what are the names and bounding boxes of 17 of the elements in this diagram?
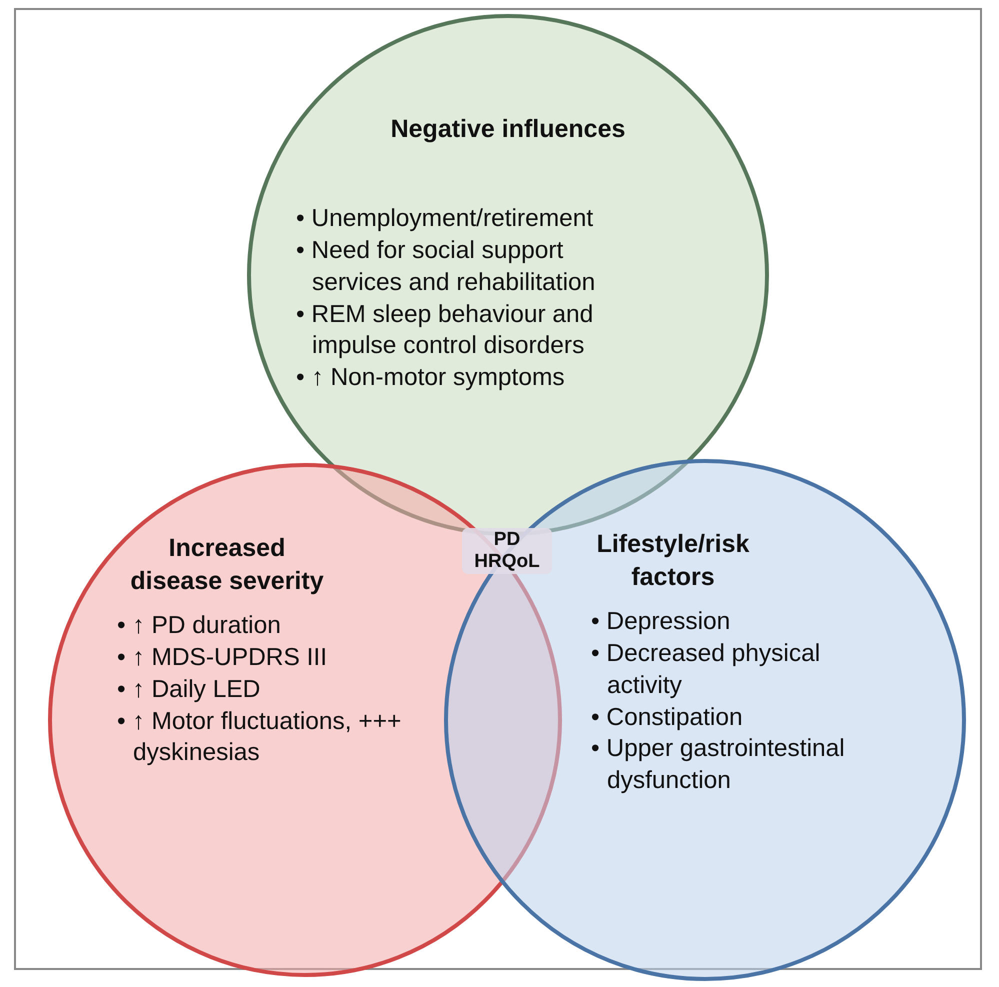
- bullet-item: • ↑ MDS-UPDRS III: [117, 642, 328, 673]
- bullet-item: • ↑ PD duration: [117, 611, 282, 641]
- circle-heading: Negative influences: [390, 114, 626, 145]
- bullet-item: • Upper gastrointestinal dysfunction: [591, 734, 846, 796]
- venn-circle: [443, 458, 967, 982]
- bullet-item: • Decreased physical activity: [591, 638, 822, 701]
- bullet-item: • Need for social support services and rehabilitation: [296, 236, 596, 298]
- center-label: PD HRQoL: [462, 528, 552, 574]
- bullet-item: • ↑ Non-motor symptoms: [296, 363, 566, 394]
- circle-heading: Increased disease severity: [129, 533, 325, 596]
- bullet-item: • REM sleep behaviour and impulse control disorders: [296, 300, 594, 362]
- circle-heading: Lifestyle/risk factors: [596, 529, 750, 592]
- bullet-item: • Unemployment/retirement: [296, 204, 594, 234]
- bullet-item: • Depression: [591, 607, 732, 637]
- bullet-item: • Constipation: [591, 702, 744, 733]
- bullet-item: • ↑ Daily LED: [117, 674, 262, 705]
- bullet-item: • ↑ Motor fluctuations, +++ dyskinesias: [117, 706, 402, 768]
